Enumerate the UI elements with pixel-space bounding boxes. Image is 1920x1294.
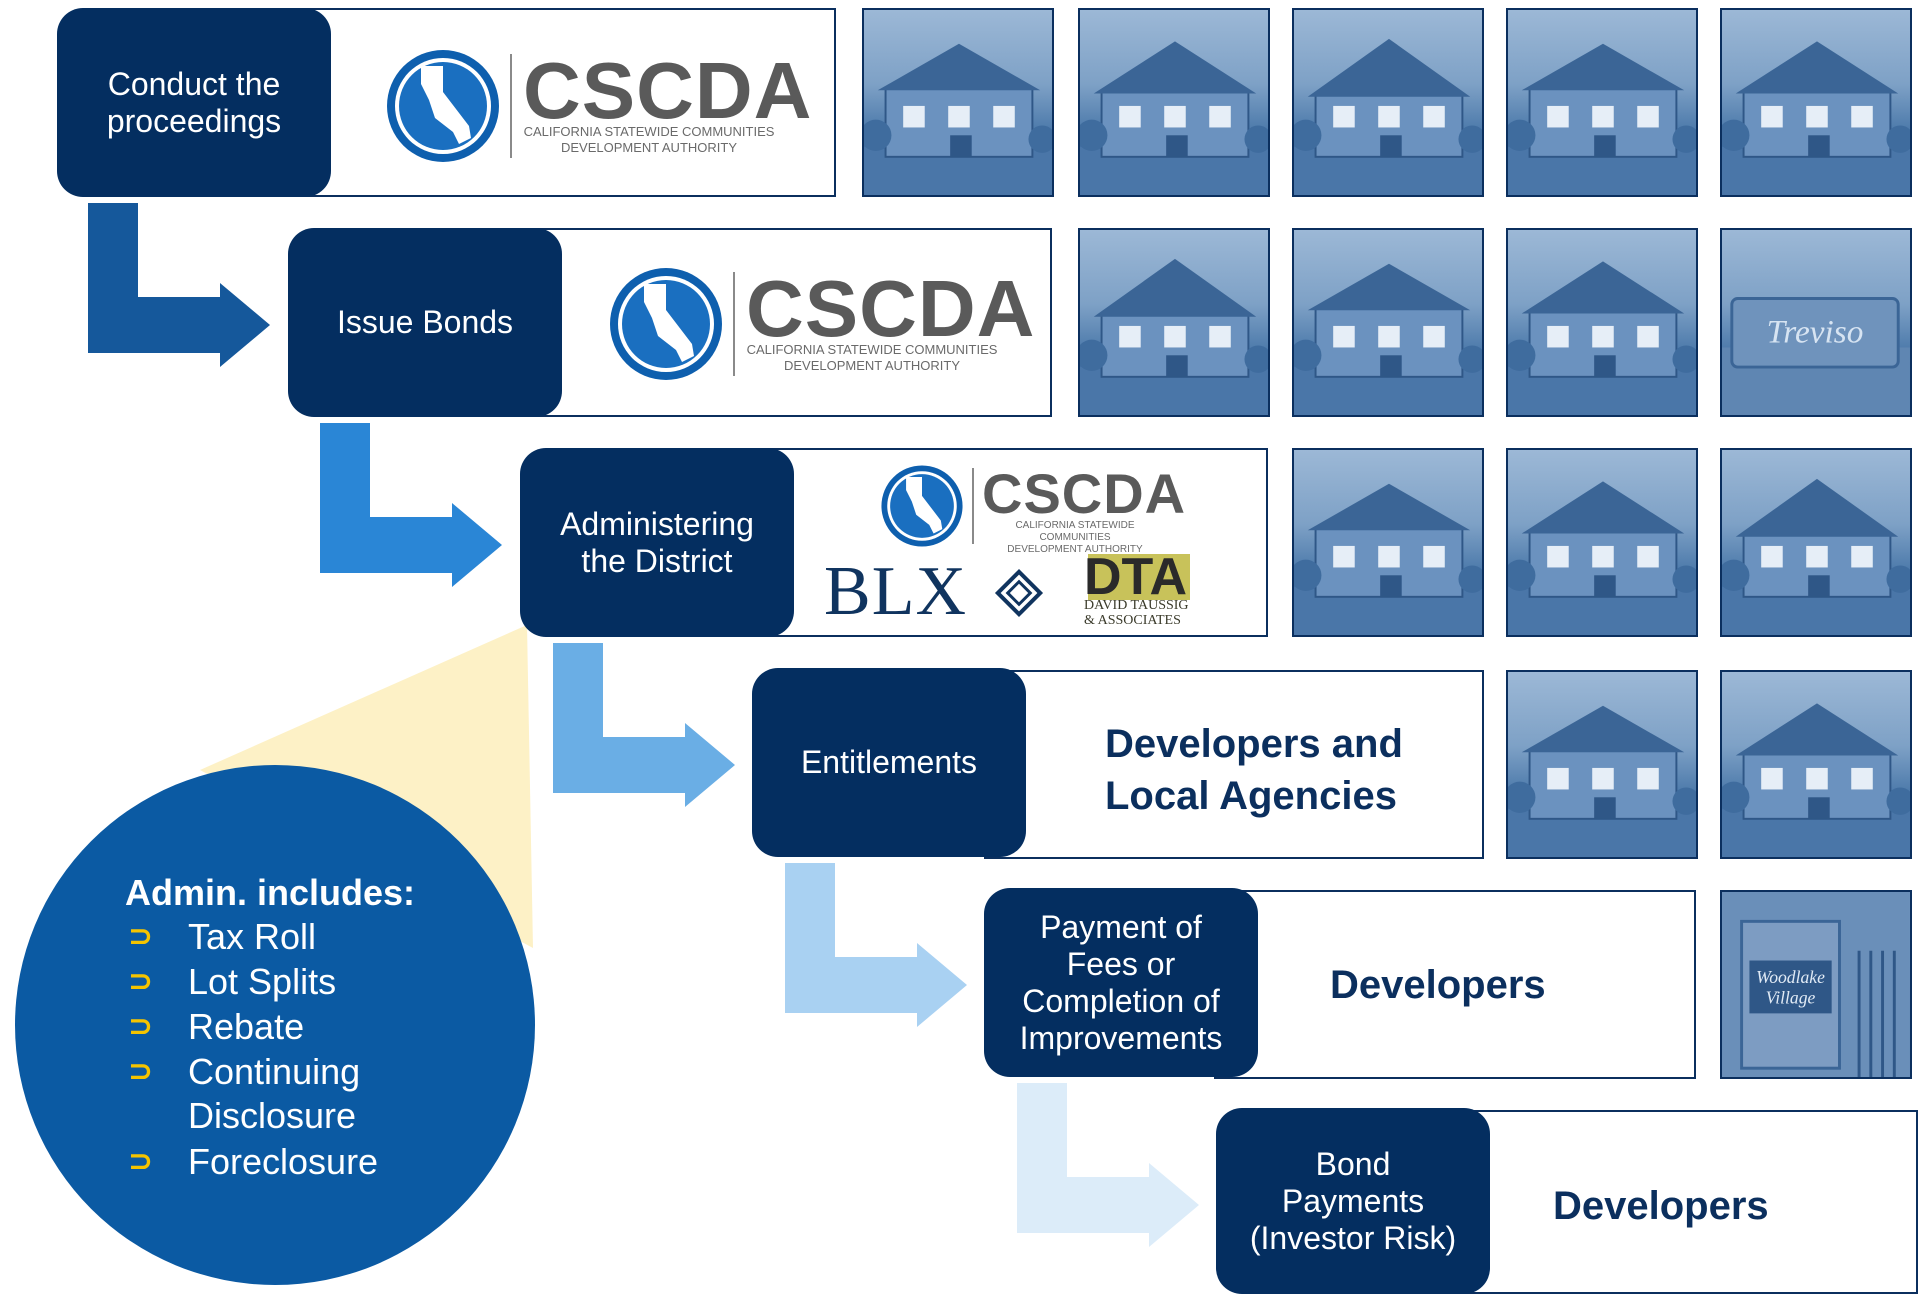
admin-item: Foreclosure [188, 1141, 379, 1182]
step-conduct-proceedings: Conduct the proceedings [57, 8, 331, 197]
panel-step-2 [520, 228, 1052, 417]
arrow-bullet-icon: ⊃ [128, 1055, 154, 1088]
cscda-logo-3: CSCDA CALIFORNIA STATEWIDE COMMUNITIES D… [880, 464, 1185, 555]
cscda-wordmark: CSCDA [523, 46, 813, 135]
arrow-bullet-icon: ⊃ [128, 920, 154, 953]
house-photo [1506, 670, 1698, 859]
arrow-5 [1017, 1083, 1199, 1247]
who-bond-payments: Developers [1553, 1184, 1769, 1228]
step-administering-district: Administering the District [520, 448, 794, 637]
arrow-bullet-icon: ⊃ [128, 1145, 154, 1178]
admin-item: Tax Roll [188, 916, 317, 957]
california-seal-icon [881, 465, 963, 547]
step-bond-payments: Bond Payments (Investor Risk) [1216, 1108, 1490, 1294]
dta-wordmark: DTA [1084, 548, 1188, 606]
arrow-bullet-icon: ⊃ [128, 965, 154, 998]
house-photo [1078, 228, 1270, 417]
arrow-bullet-icon: ⊃ [128, 1010, 154, 1043]
arrow-4 [785, 863, 967, 1027]
svg-text:Village: Village [1766, 988, 1816, 1008]
arrow-3 [553, 643, 735, 807]
cscda-subtitle: CALIFORNIA STATEWIDE COMMUNITIES DEVELOP… [746, 342, 998, 373]
house-photo [1506, 448, 1698, 637]
house-photo [1078, 8, 1270, 197]
house-photo [1292, 8, 1484, 197]
house-photo [1720, 670, 1912, 859]
admin-item: Rebate [188, 1006, 305, 1047]
dta-logo: DTA DAVID TAUSSIG & ASSOCIATES [1082, 550, 1197, 632]
house-photo: Treviso [1720, 228, 1912, 417]
house-photo [1506, 8, 1698, 197]
step-entitlements: Entitlements [752, 668, 1026, 857]
cscda-logo-2: CSCDA CALIFORNIA STATEWIDE COMMUNITIES D… [608, 266, 1034, 386]
california-seal-icon [387, 50, 499, 162]
panel-step-4 [984, 670, 1484, 859]
admin-circle [15, 765, 535, 1285]
panel-step-5 [1214, 890, 1696, 1079]
house-photo [862, 8, 1054, 197]
admin-title: Admin. includes: [125, 872, 416, 913]
panel-step-6 [1446, 1110, 1918, 1294]
house-photo [1720, 8, 1912, 197]
cscda-wordmark: CSCDA [746, 264, 1036, 353]
panel-step-1 [290, 8, 836, 197]
step-issue-bonds: Issue Bonds [288, 228, 562, 417]
admin-item: Continuing Disclosure [188, 1051, 361, 1136]
svg-text:Woodlake: Woodlake [1756, 967, 1825, 987]
house-photo [1720, 448, 1912, 637]
admin-item: Lot Splits [188, 961, 337, 1002]
blx-logo: BLX [824, 553, 1054, 630]
who-entitlements: Developers and Local Agencies [1105, 722, 1403, 818]
cscda-logo-1: CSCDA CALIFORNIA STATEWIDE COMMUNITIES D… [385, 48, 811, 168]
cscda-subtitle: CALIFORNIA STATEWIDE COMMUNITIES DEVELOP… [1007, 520, 1143, 555]
who-payment-of-fees: Developers [1330, 963, 1546, 1007]
house-photo [1292, 448, 1484, 637]
blx-diamond-icon [994, 568, 1044, 618]
step-payment-of-fees: Payment of Fees or Completion of Improve… [984, 888, 1258, 1077]
sign-treviso: Treviso [1767, 314, 1864, 351]
arrow-2 [320, 423, 502, 587]
cscda-subtitle: CALIFORNIA STATEWIDE COMMUNITIES DEVELOP… [523, 124, 775, 155]
cscda-wordmark: CSCDA [982, 462, 1187, 525]
house-photo [1292, 228, 1484, 417]
house-photo [1506, 228, 1698, 417]
california-seal-icon [610, 268, 722, 380]
arrow-1 [88, 203, 270, 367]
blx-wordmark: BLX [824, 553, 967, 630]
dta-subtitle: DAVID TAUSSIG & ASSOCIATES [1084, 598, 1189, 628]
